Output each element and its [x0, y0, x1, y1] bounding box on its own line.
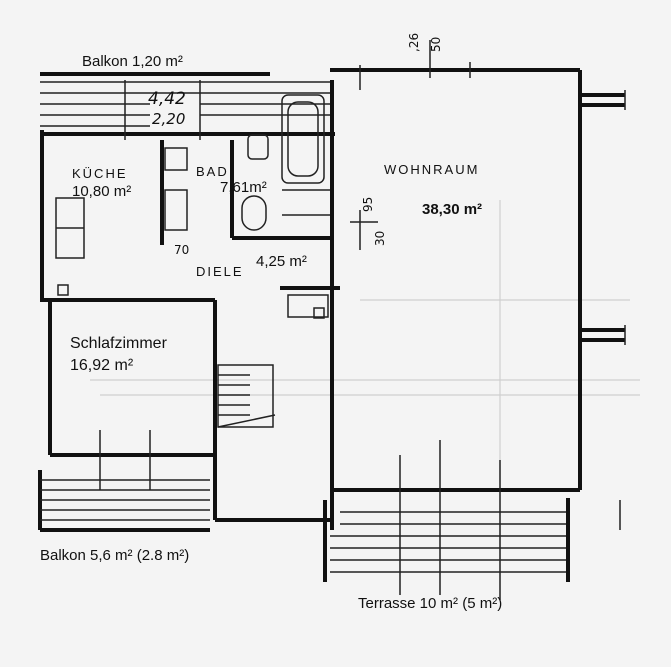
balkon-bottom-label: Balkon 5,6 m² (2.8 m²)	[40, 547, 189, 564]
diele-name: DIELE	[196, 264, 244, 279]
dimension-label-3: 70	[174, 243, 189, 257]
stairs	[217, 294, 329, 428]
bad-fixtures	[241, 94, 330, 231]
walls	[40, 68, 625, 530]
wohnraum-name: WOHNRAUM	[384, 162, 479, 177]
kueche-area: 10,80 m²	[72, 183, 131, 200]
dimension-label-7: 50	[429, 37, 443, 52]
dimension-ticks	[99, 40, 626, 600]
balkon-bottom-hatch	[38, 470, 210, 532]
background-marks	[90, 200, 640, 460]
kueche-fixtures	[55, 147, 188, 296]
kueche-name: KÜCHE	[72, 166, 128, 181]
schlafzimmer-area: 16,92 m²	[70, 357, 134, 374]
dimension-label-1: 4,42	[148, 89, 186, 109]
schlafzimmer-name: Schlafzimmer	[70, 335, 168, 352]
balkon-top-label: Balkon 1,20 m²	[82, 53, 183, 70]
balkon-top-hatch	[40, 72, 330, 127]
bad-area: 7,61m²	[220, 179, 267, 196]
dimension-label-2: 2,20	[152, 110, 185, 128]
terrasse-hatch	[323, 498, 570, 582]
terrasse-label: Terrasse 10 m² (5 m²)	[358, 595, 502, 612]
dimension-label-4: 95	[361, 197, 375, 212]
diele-area: 4,25 m²	[256, 253, 307, 270]
dimension-label-6: ,26	[407, 33, 421, 52]
dimension-label-5: 30	[373, 231, 387, 246]
bad-name: BAD	[196, 164, 229, 179]
wohnraum-area: 38,30 m²	[422, 201, 482, 218]
